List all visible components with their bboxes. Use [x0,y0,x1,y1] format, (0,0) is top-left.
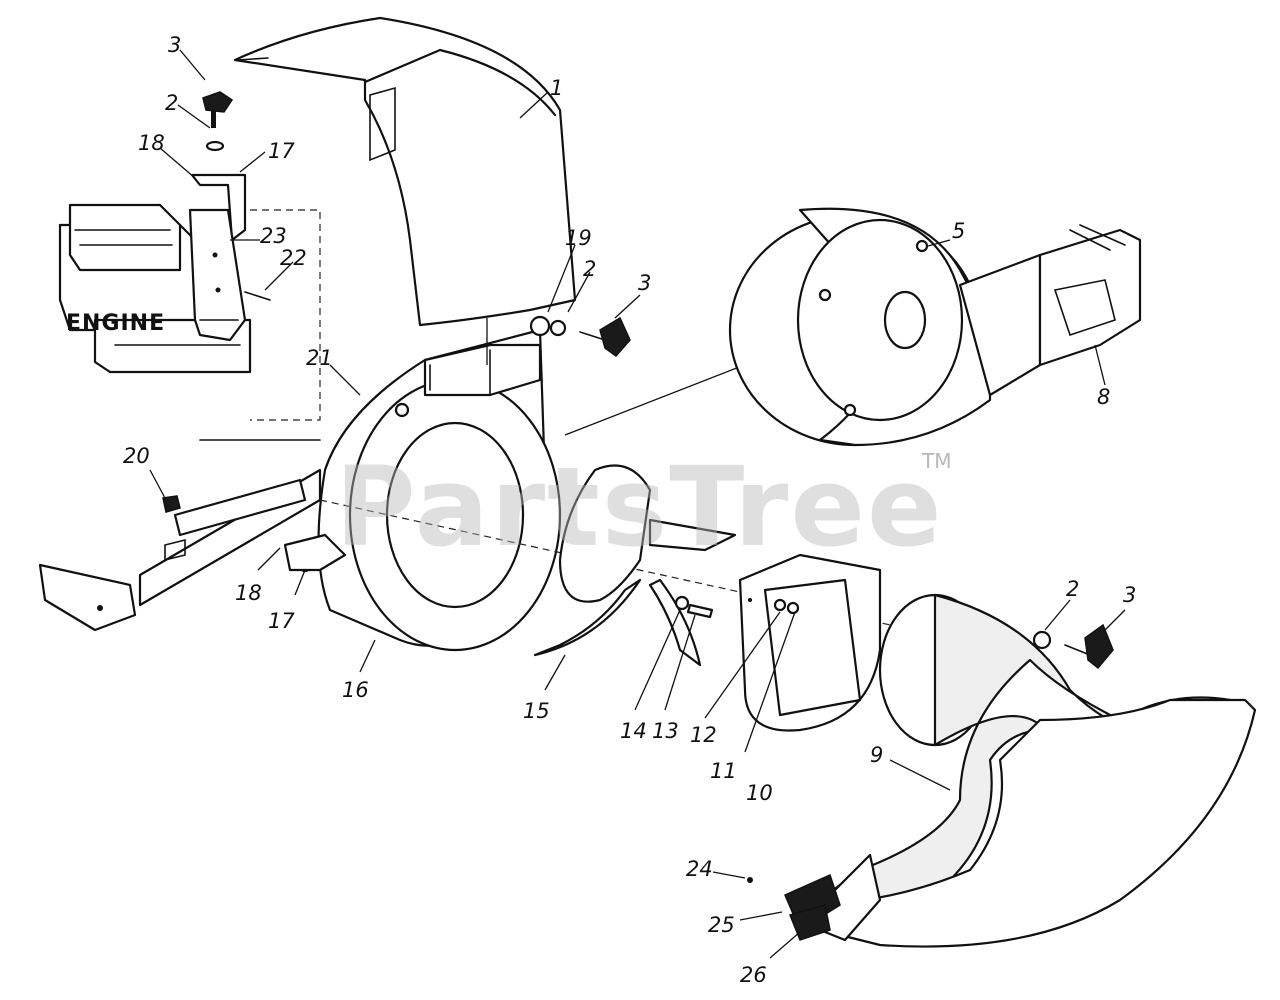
callout-8: 8 [1097,385,1110,409]
callout-10: 10 [746,781,773,805]
callout-23: 23 [260,224,287,248]
callout-21: 21 [306,346,333,370]
engine-label: ENGINE [66,311,165,336]
watermark: PartsTree [335,443,944,571]
callout-13: 13 [652,719,679,743]
callout-18: 18 [235,581,262,605]
callout-2: 2 [165,91,178,115]
callout-labels: 1 3 2 18 17 23 22 19 2 3 5 8 21 20 18 17… [123,33,1136,987]
callout-5: 5 [952,219,965,243]
callout-25: 25 [708,913,735,937]
callout-12: 12 [690,723,717,747]
callout-19: 19 [565,226,592,250]
callout-26: 26 [740,963,767,987]
callout-9: 9 [870,743,883,767]
knob-top-left [202,91,234,152]
callout-17: 17 [268,609,295,633]
callout-18: 18 [138,131,165,155]
backing-plate [738,553,882,732]
callout-22: 22 [280,246,307,270]
callout-3: 3 [168,33,181,57]
engine-illustration [58,203,321,421]
discharge-chute [233,16,577,327]
engine-mount-bracket [188,173,271,342]
callout-2: 2 [583,257,596,281]
watermark-trademark: TM [921,449,951,473]
frame-rails [38,439,322,632]
leader-lines [149,49,1126,959]
blower-housing [283,328,562,652]
callout-24: 24 [686,857,713,881]
callout-3: 3 [1123,583,1136,607]
callout-15: 15 [523,699,550,723]
rear-cover-assembly [728,207,1142,447]
assembly-axis [319,499,1051,661]
callout-2: 2 [1066,577,1079,601]
collection-tube [747,593,1257,948]
callout-3: 3 [638,271,651,295]
callout-16: 16 [342,678,369,702]
callout-20: 20 [123,444,150,468]
callout-11: 11 [710,759,737,783]
callout-1: 1 [550,76,563,100]
callout-14: 14 [620,719,647,743]
knob-right [1032,623,1114,670]
arrow-housing-to-cover [564,354,771,436]
callout-17: 17 [268,139,295,163]
knob-center [529,315,631,358]
